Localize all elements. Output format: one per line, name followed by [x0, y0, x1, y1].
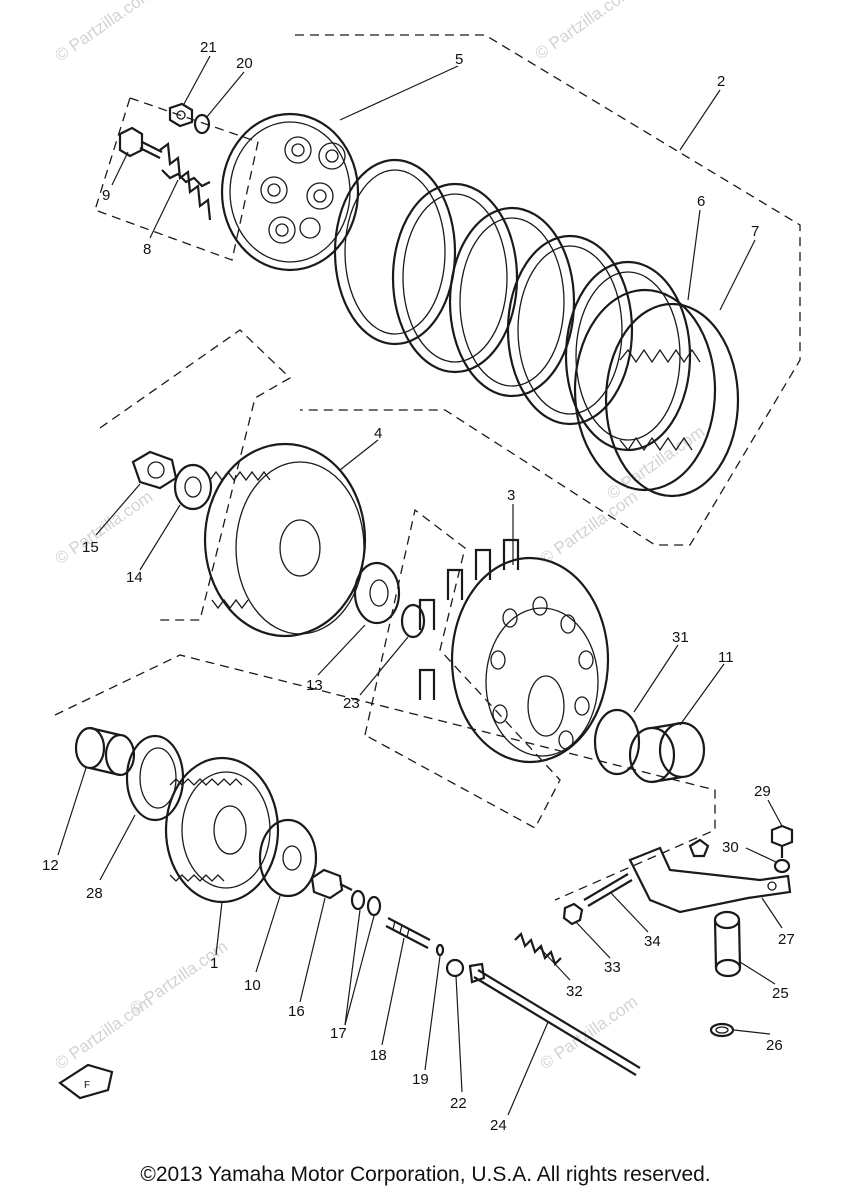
part-3-clutch-housing [418, 538, 610, 764]
part-7-friction-plate [604, 302, 740, 498]
part-34-screw [583, 873, 633, 907]
part-6-steel-plate [573, 288, 717, 492]
outline-clutch-boss-group [99, 329, 292, 621]
callout-1: 1 [210, 955, 218, 972]
part-32-spring [514, 931, 562, 967]
callout-16: 16 [288, 1003, 305, 1020]
callout-11: 11 [718, 649, 734, 666]
callout-17: 17 [330, 1025, 347, 1042]
watermark: © Partzilla.com [51, 487, 156, 568]
callout-10: 10 [244, 977, 261, 994]
callout-26: 26 [766, 1037, 783, 1054]
part-25-push-lever-shaft [713, 910, 742, 978]
outline-primary-group [54, 654, 716, 901]
part-4-clutch-boss [203, 442, 367, 638]
callout-27: 27 [778, 931, 795, 948]
callout-32: 32 [566, 983, 583, 1000]
callout-15: 15 [82, 539, 99, 556]
callout-21: 21 [200, 39, 217, 56]
svg-text:F: F [84, 1080, 90, 1091]
part-31-o-ring [593, 708, 641, 776]
callout-31: 31 [672, 629, 689, 646]
callout-33: 33 [604, 959, 621, 976]
callout-30: 30 [722, 839, 739, 856]
leader-lines [57, 55, 783, 1116]
copyright-notice: ©2013 Yamaha Motor Corporation, U.S.A. A… [140, 1163, 711, 1186]
watermark: © Partzilla.com [536, 992, 641, 1073]
watermark: © Partzilla.com [126, 937, 231, 1018]
part-22-ball [445, 958, 465, 978]
callout-8: 8 [143, 241, 151, 258]
callout-5: 5 [455, 51, 463, 68]
part-23-circlip [400, 603, 426, 639]
watermark: © Partzilla.com [536, 487, 641, 568]
part-12-spacer [74, 726, 136, 777]
part-1-primary-gear [164, 756, 280, 904]
part-14-lock-washer [173, 463, 213, 511]
callout-2: 2 [717, 73, 725, 90]
callout-18: 18 [370, 1047, 387, 1064]
watermark: © Partzilla.com [51, 0, 156, 65]
front-arrow-icon: F [58, 1063, 114, 1100]
callout-22: 22 [450, 1095, 467, 1112]
part-24-push-rod-long [468, 962, 641, 1076]
callout-14: 14 [126, 569, 143, 586]
part-15-nut [131, 450, 178, 490]
part-18-push-rod [385, 917, 431, 949]
callout-20: 20 [236, 55, 253, 72]
callout-34: 34 [644, 933, 661, 950]
watermark: © Partzilla.com [531, 0, 636, 63]
callout-13: 13 [306, 677, 323, 694]
callout-4: 4 [374, 425, 382, 442]
part-16-adjuster [310, 868, 353, 900]
part-5-pressure-plate [220, 112, 360, 272]
part-11-needle-bearing [628, 721, 706, 784]
watermark-layer: © Partzilla.com © Partzilla.com © Partzi… [51, 0, 708, 1073]
part-27-push-lever [628, 838, 792, 914]
outline-pressure-group [94, 97, 259, 261]
part-26-oil-seal [709, 1022, 735, 1038]
part-33-nut [562, 902, 584, 926]
part-10-plate [258, 818, 318, 898]
part-29-bolt [770, 824, 794, 858]
part-30-washer [773, 858, 791, 874]
callout-7: 7 [751, 223, 759, 240]
part-28-oil-seal [125, 734, 185, 822]
part-9-bolt [118, 126, 163, 159]
outline-housing-group [364, 508, 561, 829]
part-2-clutch-plates [333, 158, 692, 452]
part-21-nut [168, 102, 194, 128]
callout-9: 9 [102, 187, 110, 204]
callout-19: 19 [412, 1071, 429, 1088]
callout-labels: 21 20 5 2 9 8 6 7 4 15 14 3 13 23 31 11 … [42, 39, 795, 1134]
callout-25: 25 [772, 985, 789, 1002]
part-20-washer [193, 113, 211, 135]
callout-28: 28 [86, 885, 103, 902]
callout-24: 24 [490, 1117, 507, 1134]
callout-6: 6 [697, 193, 705, 210]
part-19-pin [435, 943, 445, 957]
part-17-o-rings [350, 889, 382, 917]
part-13-thrust-washer [353, 561, 401, 625]
callout-29: 29 [754, 783, 771, 800]
callout-23: 23 [343, 695, 360, 712]
callout-12: 12 [42, 857, 59, 874]
outline-top-group [295, 34, 801, 546]
part-8-spring [159, 141, 212, 221]
callout-3: 3 [507, 487, 515, 504]
